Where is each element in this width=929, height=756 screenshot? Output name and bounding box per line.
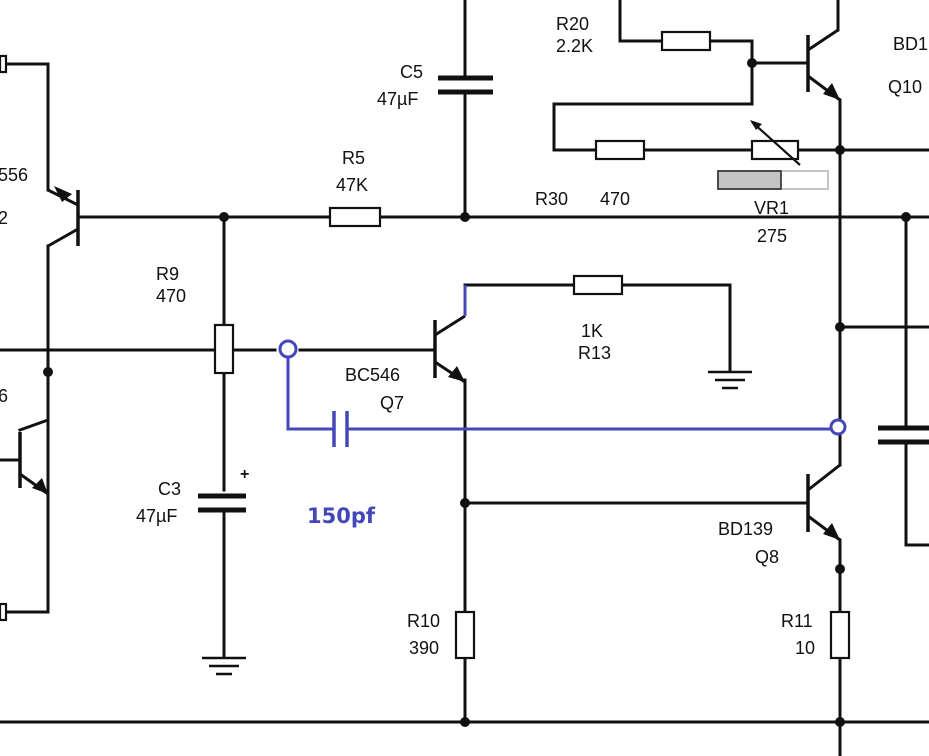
resistor-r9 — [213, 323, 235, 375]
junction — [835, 322, 845, 332]
junctions — [43, 58, 911, 727]
wire-left-q-collector — [18, 370, 50, 432]
label-r13-value: 1K — [581, 321, 603, 341]
wire-r20-right — [552, 39, 754, 152]
capacitor-c3 — [198, 493, 246, 513]
label-r30-name: R30 — [535, 189, 568, 209]
label-r5-name: R5 — [342, 148, 365, 168]
wire-left-top — [2, 62, 50, 192]
ground-icon — [708, 370, 752, 390]
label-q8-name: Q8 — [755, 547, 779, 567]
resistor-r10 — [454, 610, 476, 660]
transistor-left-top — [47, 186, 80, 248]
junction — [835, 145, 845, 155]
wire-r13-right — [620, 283, 732, 372]
label-added-cap-value: 150pf — [307, 504, 376, 528]
label-r30-value: 470 — [600, 189, 630, 209]
capacitor-output — [878, 425, 929, 445]
label-vr1-name: VR1 — [754, 198, 789, 218]
label-left-mid: 6 — [0, 386, 8, 406]
capacitor-c5 — [438, 75, 493, 95]
ground-icon — [202, 656, 246, 676]
label-r20-name: R20 — [556, 14, 589, 34]
label-q10: Q10 — [888, 77, 922, 97]
label-c5-value: 47µF — [377, 89, 418, 109]
potentiometer-vr1 — [750, 139, 800, 161]
junction — [460, 717, 470, 727]
vr1-adjust-arrow — [750, 120, 801, 166]
resistor-r5 — [328, 206, 382, 228]
junction — [460, 212, 470, 222]
label-q8-type: BD139 — [718, 519, 773, 539]
transistor-left-bottom — [18, 432, 50, 614]
resistors — [0, 30, 851, 660]
label-r9-name: R9 — [156, 264, 179, 284]
label-r10-name: R10 — [407, 611, 440, 631]
junction — [219, 212, 229, 222]
wire-out-cap-bottom — [904, 443, 929, 547]
label-c3-name: C3 — [158, 479, 181, 499]
label-left-top-b: 2 — [0, 208, 8, 228]
resistor-r13 — [572, 274, 624, 296]
label-r11-name: R11 — [781, 611, 813, 631]
vr1-setting-bar — [717, 170, 829, 190]
junction — [747, 58, 757, 68]
resistor-r30 — [594, 139, 646, 161]
label-c5-name: C5 — [400, 62, 423, 82]
junction — [835, 564, 845, 574]
label-r11-value: 10 — [795, 638, 815, 658]
resistor-r11 — [829, 610, 851, 660]
resistor-r20 — [660, 30, 712, 52]
transistor-q8 — [806, 463, 841, 542]
label-q7-name: Q7 — [380, 393, 404, 413]
label-c3-value: 47µF — [136, 506, 177, 526]
label-r9-value: 470 — [156, 286, 186, 306]
wire-r20-left — [618, 0, 664, 43]
label-vr1-value: 275 — [757, 226, 787, 246]
label-c3-polarity: + — [240, 466, 249, 483]
junction — [43, 367, 53, 377]
labels: R20 2.2K C5 47µF BD1 Q10 R5 47K 556 2 R3… — [0, 14, 928, 658]
junction — [460, 498, 470, 508]
label-r5-value: 47K — [336, 175, 368, 195]
label-r20-value: 2.2K — [556, 36, 593, 56]
label-bd-top: BD1 — [893, 34, 928, 54]
transistor-q7 — [433, 285, 467, 384]
transistor-q10 — [806, 28, 841, 102]
label-r13-name: R13 — [578, 343, 611, 363]
label-r10-value: 390 — [409, 638, 439, 658]
label-left-top-a: 556 — [0, 165, 28, 185]
label-q7-type: BC546 — [345, 365, 400, 385]
junction — [835, 717, 845, 727]
resistor-left-top — [0, 54, 8, 74]
junction — [901, 212, 911, 222]
added-feedback-capacitor — [278, 339, 847, 447]
resistor-left-bottom — [0, 602, 8, 622]
